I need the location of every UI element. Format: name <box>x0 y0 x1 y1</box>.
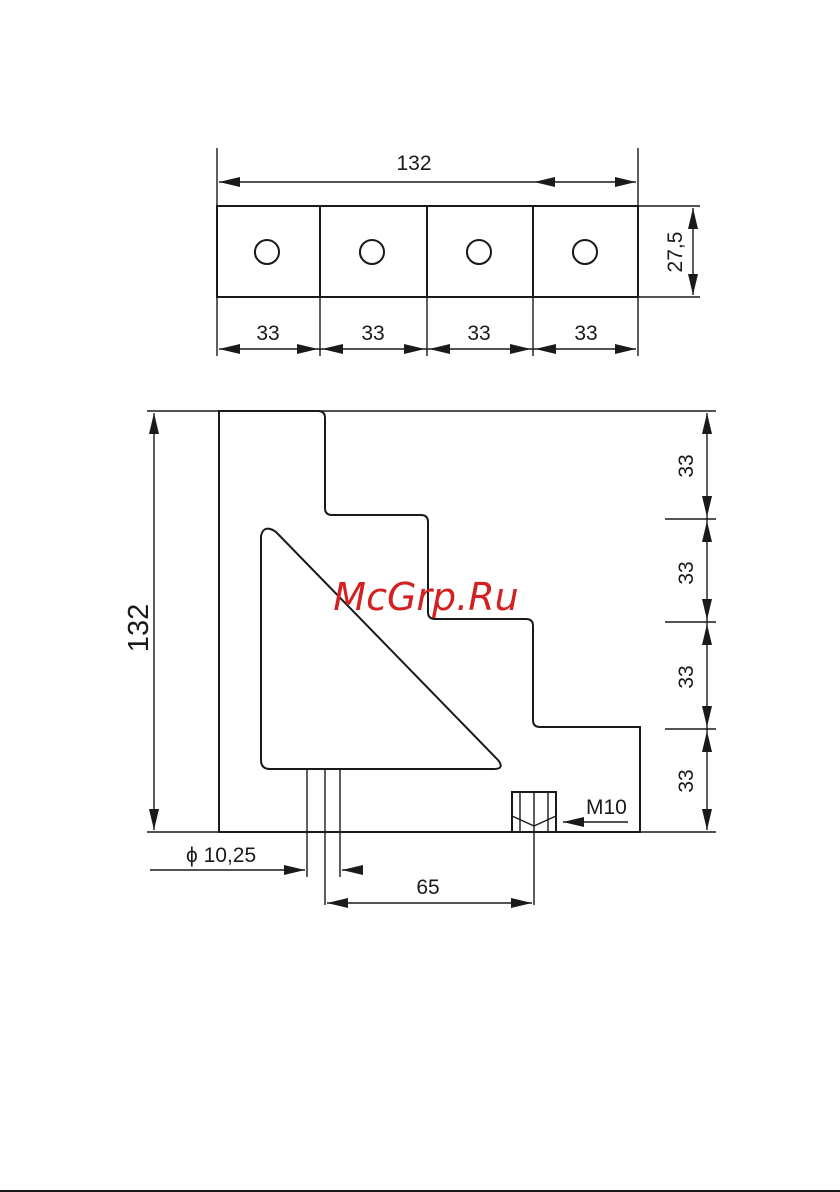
bolt-hole-3 <box>467 240 491 264</box>
m10-leader: M10 <box>563 796 628 827</box>
dim-hole-diameter: ϕ 10,25 <box>150 844 363 875</box>
segment-2-label: 33 <box>361 322 384 345</box>
segment-4-label: 33 <box>574 322 597 345</box>
watermark: McGrp.Ru <box>333 575 518 619</box>
top-view: 132 27,5 <box>217 148 700 356</box>
step-4-label: 33 <box>675 769 698 792</box>
triangular-cutout <box>261 529 501 769</box>
side-view: 132 33 33 33 33 ϕ 10,25 <box>123 411 716 908</box>
step-3-label: 33 <box>675 665 698 688</box>
segment-3-label: 33 <box>467 322 490 345</box>
dim-height: 27,5 <box>664 208 698 295</box>
thread-label: M10 <box>586 796 627 819</box>
height-label: 27,5 <box>664 232 687 273</box>
step-2-label: 33 <box>675 561 698 584</box>
overall-height-label: 132 <box>123 604 155 652</box>
bolt-hole-2 <box>360 240 384 264</box>
step-1-label: 33 <box>675 454 698 477</box>
bolt-hole-4 <box>573 240 597 264</box>
hole-diameter-label: ϕ 10,25 <box>186 844 256 867</box>
dim-overall-height: 132 <box>123 413 159 830</box>
bolt-hole-1 <box>255 240 279 264</box>
offset-label: 65 <box>416 876 439 899</box>
m10-nut <box>512 792 556 905</box>
dim-offset: 65 <box>327 876 532 908</box>
dim-overall-width: 132 <box>219 152 636 187</box>
overall-width-label: 132 <box>396 152 431 175</box>
segment-1-label: 33 <box>256 322 279 345</box>
